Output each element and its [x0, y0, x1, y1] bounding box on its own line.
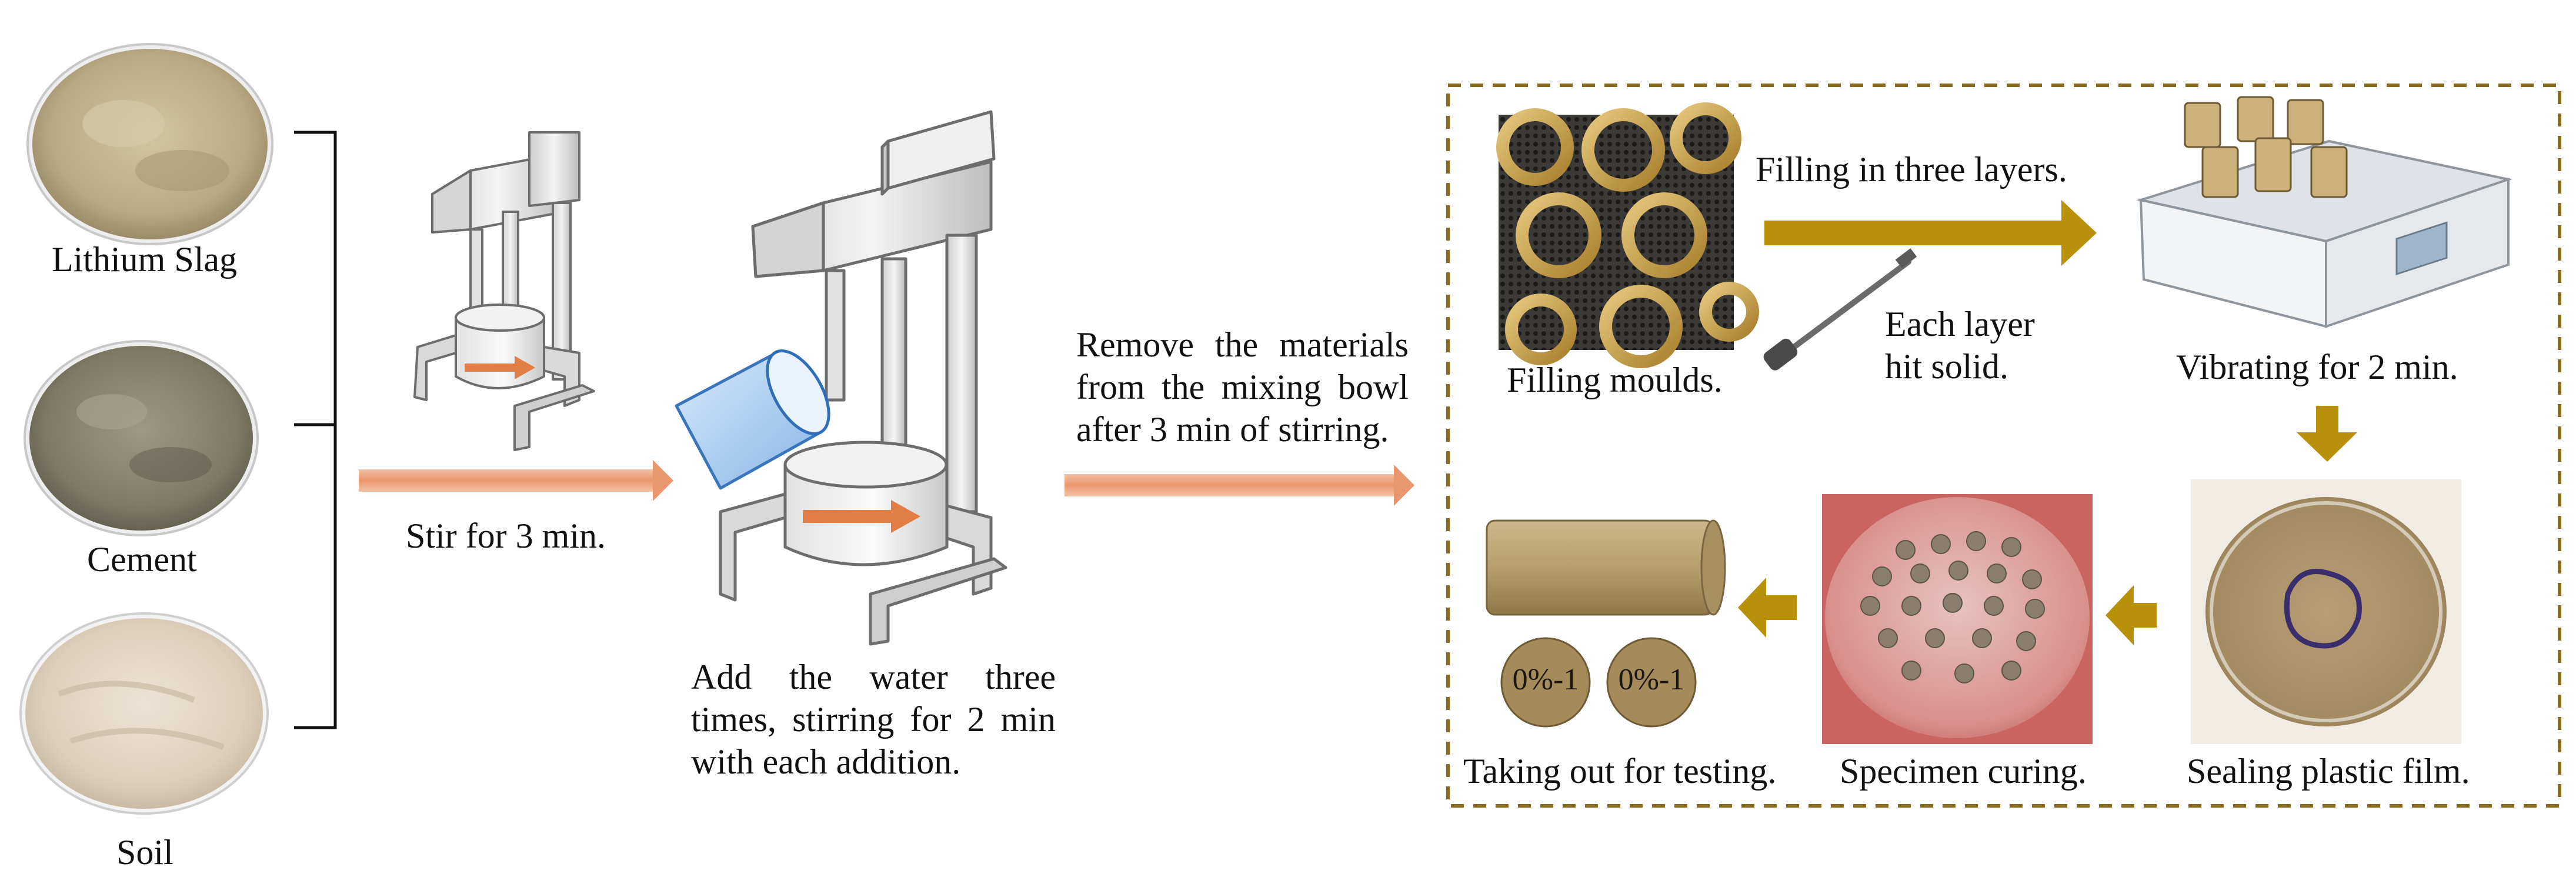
stir-step-label: Stir for 3 min.: [406, 516, 606, 555]
rammer-rod-icon: [1763, 248, 1917, 371]
cement-sample-image: [24, 340, 259, 536]
specimen-mark-label: 0%-1: [1618, 663, 1685, 696]
test-specimen-disc: [1606, 637, 1697, 728]
add-water-line: with each addition.: [691, 742, 961, 781]
filling-moulds-photo: [1496, 102, 1759, 368]
sealing-label: Sealing plastic film.: [2187, 752, 2470, 791]
vibrating-table-illustration: [2136, 96, 2513, 328]
soil-label: Soil: [116, 833, 173, 872]
specimen-mark-label: 0%-1: [1512, 663, 1579, 696]
curing-label: Specimen curing.: [1840, 752, 2087, 791]
lithium-slag-sample-image: [26, 43, 273, 245]
cement-label: Cement: [87, 540, 197, 579]
filling-moulds-label: Filling moulds.: [1507, 361, 1723, 399]
water-beaker-icon: [675, 349, 830, 490]
remove-line: Remove the materials: [1076, 325, 1409, 364]
arrow-filling-layers: [1764, 200, 2097, 266]
soil-sample-image: [19, 612, 269, 815]
each-layer-label: Each layer hit solid.: [1885, 303, 2035, 388]
test-specimen-cylinder: [1486, 519, 1726, 616]
materials-bracket: [294, 131, 337, 729]
test-specimen-disc: [1500, 637, 1591, 728]
add-water-line: times, stirring for 2 min: [691, 700, 1056, 739]
arrow-stir: [359, 460, 673, 501]
add-water-step-label: Add the water three times, stirring for …: [691, 656, 1056, 783]
remove-step-label: Remove the materials from the mixing bow…: [1076, 324, 1409, 451]
filling-layers-label: Filling in three layers.: [1756, 150, 2067, 189]
add-water-line: Add the water three: [691, 658, 1056, 696]
remove-line: from the mixing bowl: [1076, 368, 1409, 406]
arrow-remove: [1065, 465, 1414, 506]
arrow-left-testing: [1738, 578, 1797, 638]
small-mixer-illustration: [413, 131, 595, 451]
sealing-plastic-film-photo: [2191, 479, 2461, 744]
testing-label: Taking out for testing.: [1463, 752, 1777, 791]
arrow-left-curing: [2105, 585, 2157, 645]
vibrating-label: Vibrating for 2 min.: [2176, 348, 2458, 386]
remove-line: after 3 min of stirring.: [1076, 410, 1389, 449]
each-layer-line: Each layer: [1885, 305, 2035, 344]
arrow-down-sealing: [2297, 406, 2357, 462]
large-mixer-illustration: [675, 110, 1007, 646]
lithium-slag-label: Lithium Slag: [52, 240, 237, 279]
specimen-curing-photo: [1822, 494, 2093, 744]
each-layer-line: hit solid.: [1885, 347, 2009, 386]
